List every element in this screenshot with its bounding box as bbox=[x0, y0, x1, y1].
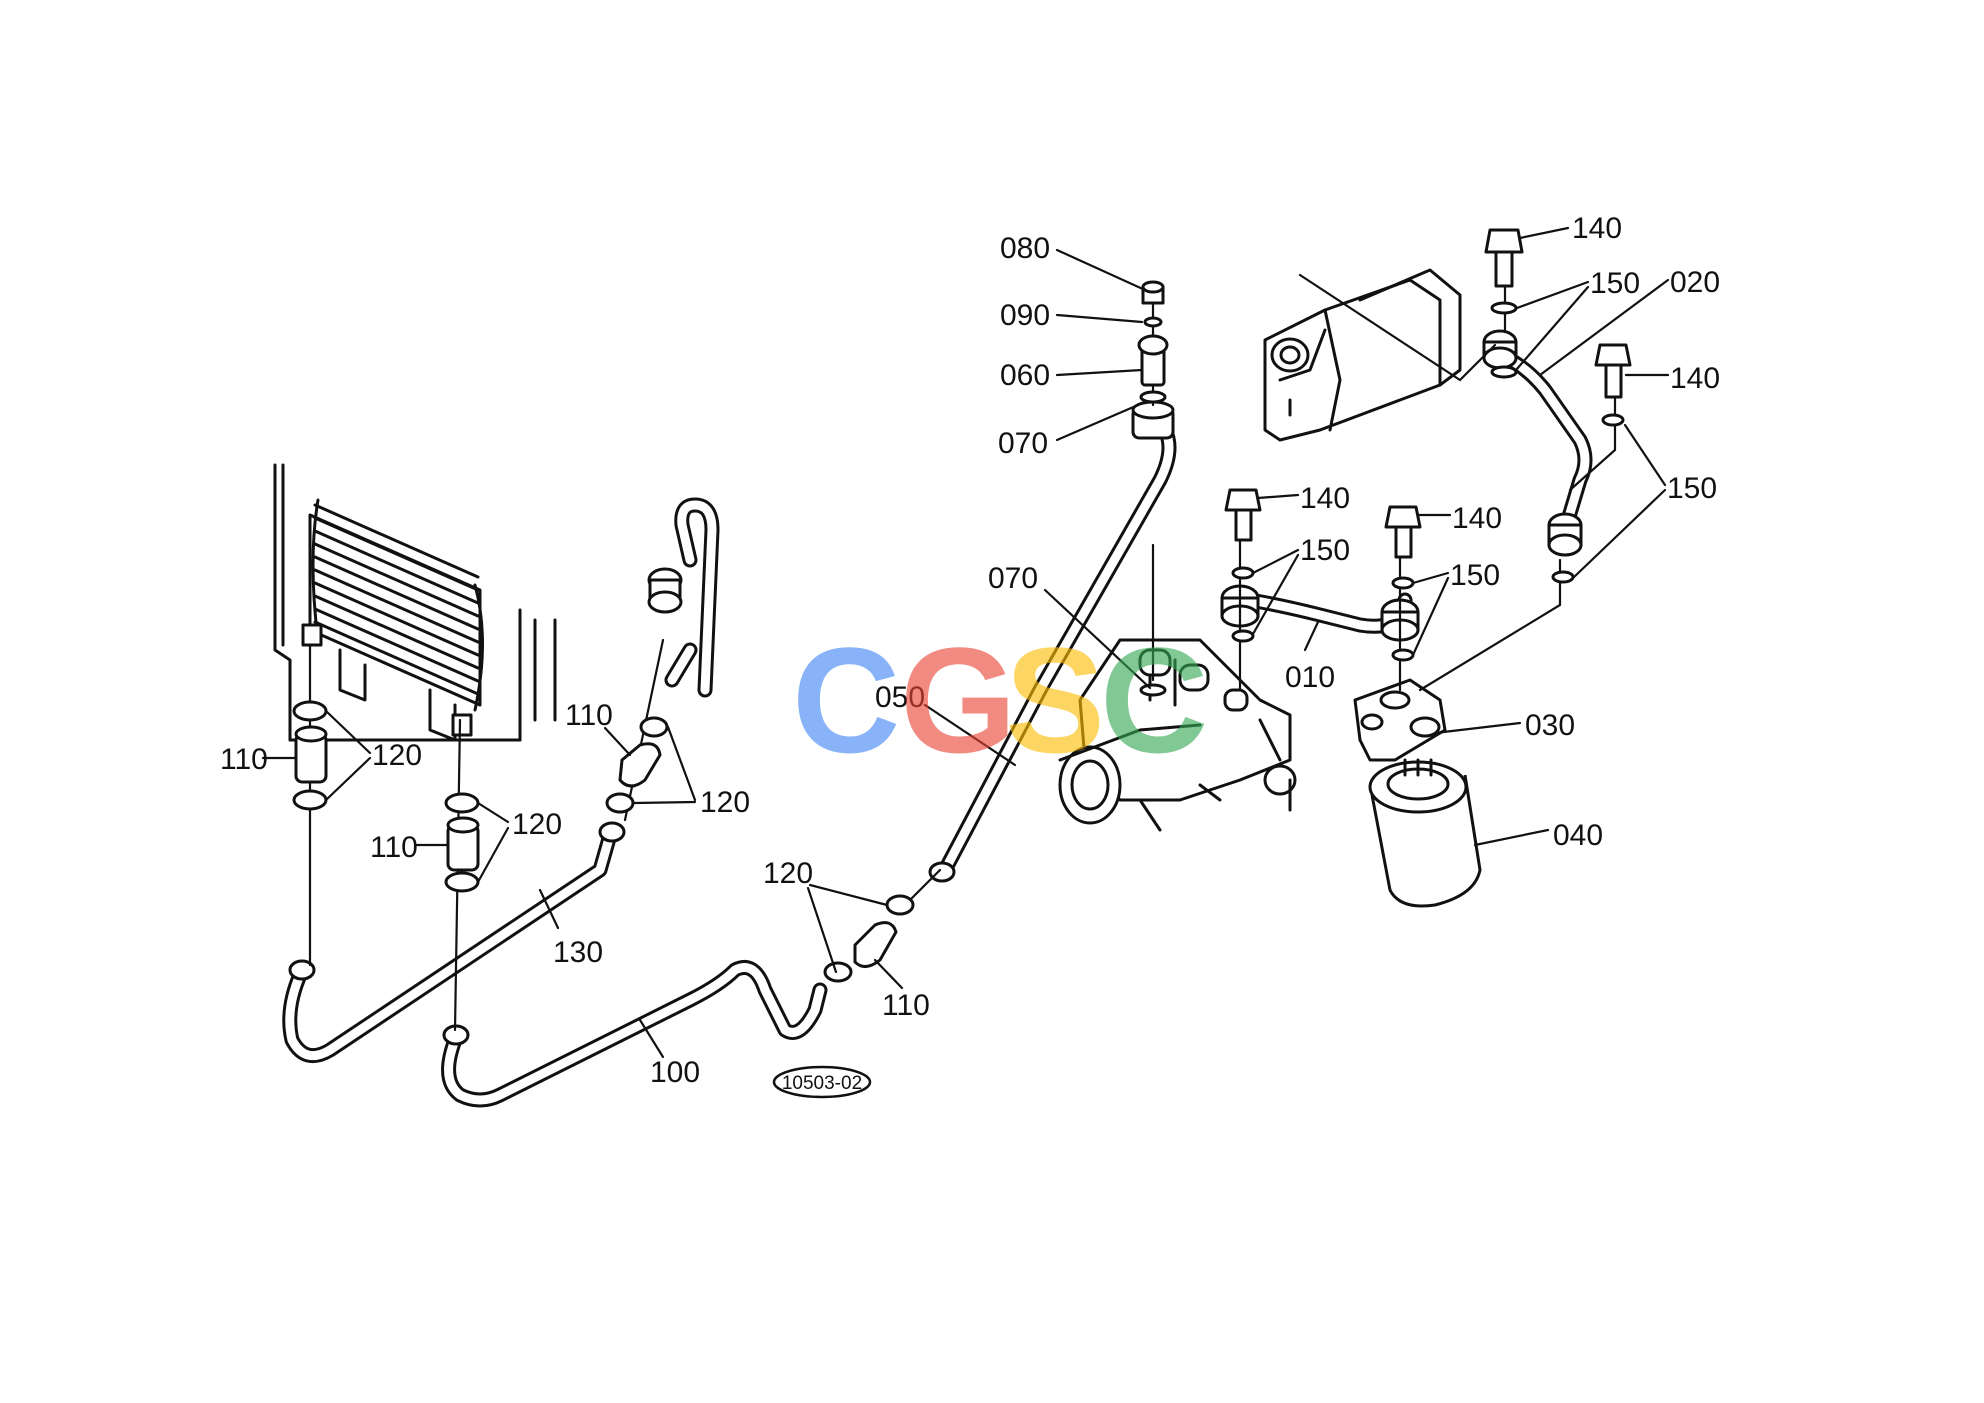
callout-120-d: 120 bbox=[763, 857, 813, 890]
callout-100: 100 bbox=[650, 1056, 700, 1089]
reference-code-stamp: 10503-02 bbox=[772, 1065, 872, 1099]
callout-050: 050 bbox=[875, 681, 925, 714]
callout-070-lower: 070 bbox=[988, 562, 1038, 595]
callout-120-b: 120 bbox=[512, 808, 562, 841]
callout-080: 080 bbox=[1000, 232, 1050, 265]
watermark: C G S C bbox=[792, 616, 1208, 784]
pipe-050 bbox=[928, 400, 1177, 883]
callout-110-d: 110 bbox=[882, 989, 930, 1022]
callout-140-d: 140 bbox=[1452, 502, 1502, 535]
callout-140-c: 140 bbox=[1300, 482, 1350, 515]
callout-120-c: 120 bbox=[700, 786, 750, 819]
oil-filter-040 bbox=[1368, 758, 1482, 908]
leader-lines bbox=[261, 226, 1670, 1059]
callout-150-a: 150 bbox=[1590, 267, 1640, 300]
watermark-letter-3: S bbox=[1005, 616, 1105, 784]
callout-labels: 080 090 060 070 070 050 010 030 040 020 … bbox=[220, 212, 1720, 1089]
filter-head-030 bbox=[1353, 678, 1447, 762]
hose-130 bbox=[282, 821, 626, 1064]
callout-090: 090 bbox=[1000, 299, 1050, 332]
watermark-letter-1: C bbox=[792, 616, 900, 784]
oil-cooler bbox=[273, 463, 557, 742]
callout-020: 020 bbox=[1670, 266, 1720, 299]
callout-140-a: 140 bbox=[1572, 212, 1622, 245]
callout-030: 030 bbox=[1525, 709, 1575, 742]
callout-110-a: 110 bbox=[220, 743, 268, 776]
callout-040: 040 bbox=[1553, 819, 1603, 852]
hose-100 bbox=[441, 960, 828, 1108]
callout-110-b: 110 bbox=[370, 831, 418, 864]
callout-120-a: 120 bbox=[372, 739, 422, 772]
callout-060: 060 bbox=[1000, 359, 1050, 392]
return-pipe-stub bbox=[647, 497, 720, 698]
watermark-letter-4: C bbox=[1100, 616, 1208, 784]
callout-140-b: 140 bbox=[1670, 362, 1720, 395]
hydraulic-pump bbox=[1058, 638, 1297, 832]
callout-130: 130 bbox=[553, 936, 603, 969]
reference-code: 10503-02 bbox=[782, 1073, 862, 1094]
watermark-letter-2: G bbox=[900, 616, 1017, 784]
callout-150-d: 150 bbox=[1450, 559, 1500, 592]
callout-150-b: 150 bbox=[1667, 472, 1717, 505]
callout-150-c: 150 bbox=[1300, 534, 1350, 567]
callout-010: 010 bbox=[1285, 661, 1335, 694]
banjo-bolts bbox=[1137, 228, 1632, 559]
callout-070-upper: 070 bbox=[998, 427, 1048, 460]
control-valve bbox=[1263, 268, 1462, 442]
callout-110-c: 110 bbox=[565, 699, 613, 732]
pipe-020 bbox=[1482, 329, 1593, 557]
